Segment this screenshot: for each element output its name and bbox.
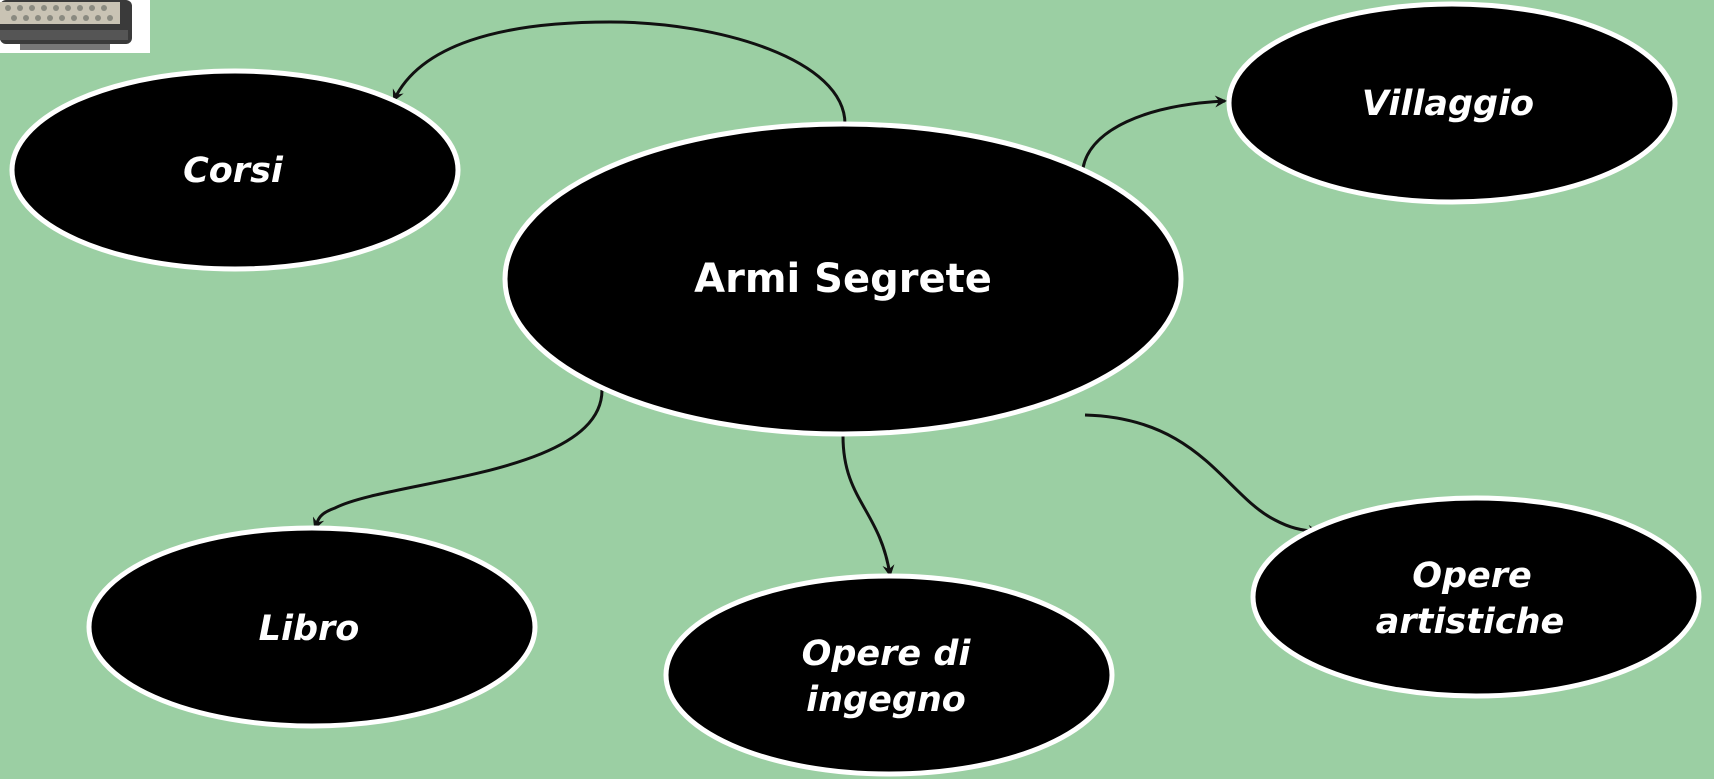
node-villaggio-label: Villaggio [1362,84,1534,124]
node-opere-di-ingegno-label-line1: Opere di [802,634,972,674]
node-opere-di-ingegno[interactable]: Opere di ingegno [663,573,1115,777]
node-opere-artistiche[interactable]: Opere artistiche [1250,495,1702,699]
node-villaggio[interactable]: Villaggio [1226,1,1678,205]
edge-to-opere-artistiche [1084,413,1320,537]
typewriter-icon [0,0,150,53]
edge-to-opere-ingegno [841,435,895,577]
edge-to-libro [312,389,604,530]
node-armi-segrete-label: Armi Segrete [694,256,992,302]
node-libro[interactable]: Libro [86,525,538,729]
node-opere-artistiche-label-line2: artistiche [1376,602,1565,642]
node-opere-artistiche-label-line1: Opere [1412,556,1532,596]
node-corsi[interactable]: Corsi [9,68,461,272]
node-opere-di-ingegno-label-line2: ingegno [806,680,966,720]
node-libro-label: Libro [259,609,360,649]
node-corsi-label: Corsi [183,151,284,191]
node-armi-segrete[interactable]: Armi Segrete [502,121,1184,437]
edge-to-corsi [392,20,847,125]
edge-to-villaggio [1081,95,1227,169]
